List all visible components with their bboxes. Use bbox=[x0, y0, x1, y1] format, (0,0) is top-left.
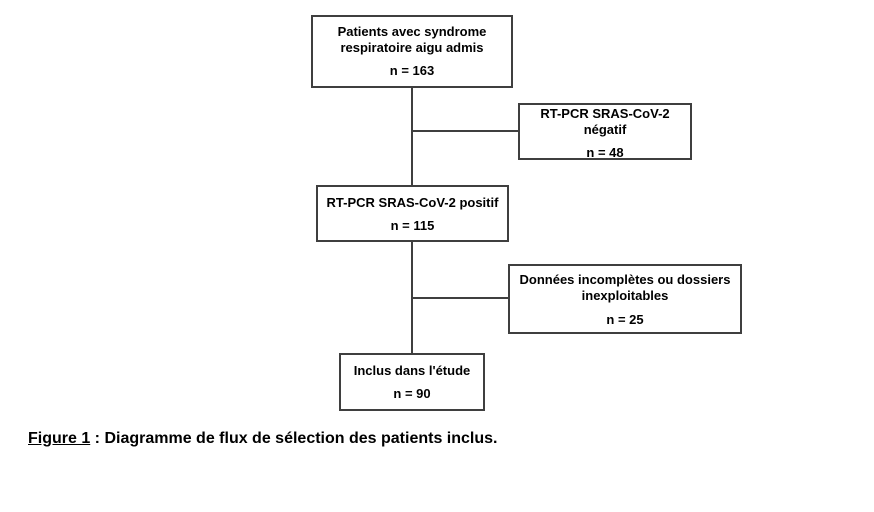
box-admitted-line2: respiratoire aigu admis bbox=[340, 40, 484, 55]
box-positive-pcr: RT-PCR SRAS-CoV-2 positif n = 115 bbox=[316, 185, 509, 242]
box-positive-count: n = 115 bbox=[390, 218, 435, 233]
connector-main-top bbox=[411, 86, 413, 186]
figure-caption: Figure 1 : Diagramme de flux de sélectio… bbox=[28, 429, 497, 449]
box-negative-line1: RT-PCR SRAS-CoV-2 bbox=[540, 106, 670, 121]
box-excluded-line2: inexploitables bbox=[581, 288, 669, 303]
box-admitted-patients: Patients avec syndrome respiratoire aigu… bbox=[311, 15, 513, 88]
figure-caption-text: : Diagramme de flux de sélection des pat… bbox=[90, 430, 498, 447]
box-negative-line2: négatif bbox=[583, 122, 627, 137]
connector-to-negative bbox=[411, 130, 519, 132]
box-included: Inclus dans l'étude n = 90 bbox=[339, 353, 485, 411]
box-excluded-line1: Données incomplètes ou dossiers bbox=[519, 272, 731, 287]
box-excluded: Données incomplètes ou dossiers inexploi… bbox=[508, 264, 742, 334]
box-excluded-count: n = 25 bbox=[606, 312, 644, 327]
box-included-count: n = 90 bbox=[393, 386, 431, 401]
box-positive-line1: RT-PCR SRAS-CoV-2 positif bbox=[326, 195, 499, 210]
box-admitted-line1: Patients avec syndrome bbox=[337, 24, 487, 39]
box-admitted-count: n = 163 bbox=[389, 63, 435, 78]
figure-label: Figure 1 bbox=[28, 430, 91, 447]
box-negative-pcr: RT-PCR SRAS-CoV-2 négatif n = 48 bbox=[518, 103, 692, 160]
box-included-line1: Inclus dans l'étude bbox=[353, 363, 471, 378]
connector-to-excluded bbox=[411, 297, 510, 299]
box-negative-count: n = 48 bbox=[586, 145, 624, 160]
